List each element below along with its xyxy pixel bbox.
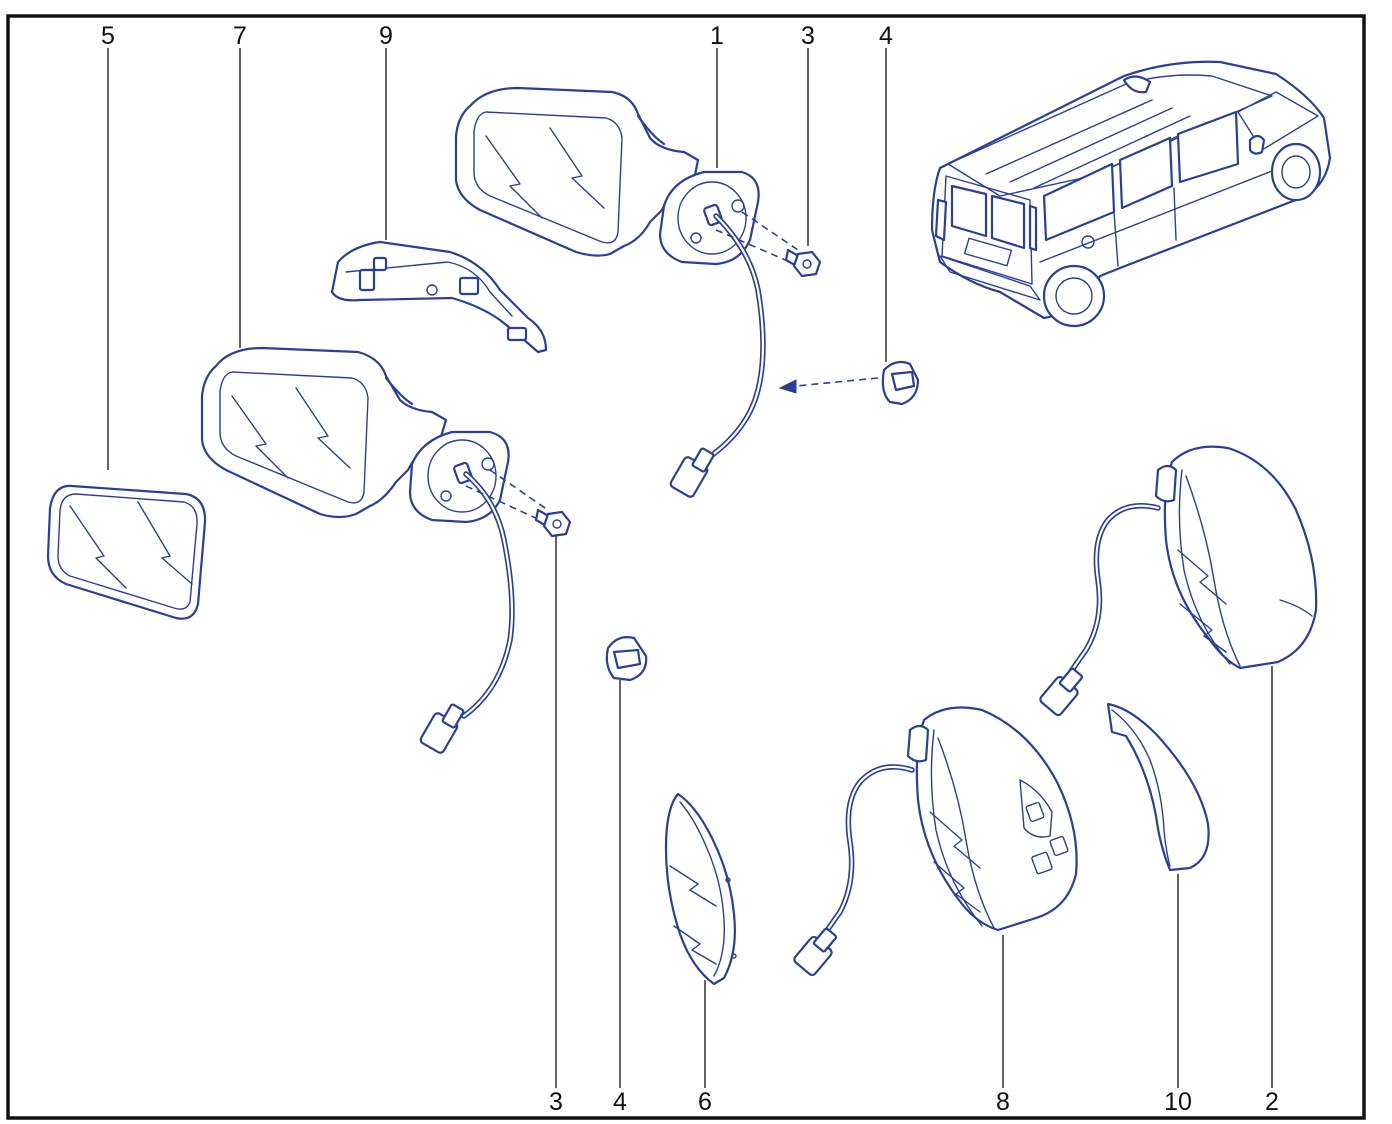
callout-label: 4 (879, 22, 893, 50)
mirror-cap-cover (1106, 702, 1210, 872)
diagram-frame (6, 14, 1366, 1120)
mirror-assembly-left (200, 346, 510, 524)
cable-left (419, 471, 515, 754)
cable-right (669, 213, 766, 498)
mirror-assembly-oval-right (1154, 445, 1318, 670)
callout-label: 6 (698, 1088, 712, 1116)
mirror-glass-oval (664, 792, 737, 986)
connector-oval-left (793, 927, 838, 977)
callout-label: 8 (996, 1088, 1010, 1116)
callout-label: 3 (801, 22, 815, 50)
callout-labels: 5 7 9 1 3 4 3 4 6 8 10 2 (101, 22, 1279, 1116)
callout-label: 10 (1164, 1088, 1192, 1116)
vehicle-illustration (930, 60, 1332, 328)
mirror-glass-left (46, 484, 207, 620)
mirror-assembly-oval-left (906, 706, 1078, 932)
callout-label: 5 (101, 22, 115, 50)
cable-oval-right (1039, 503, 1161, 717)
connector-oval-right (1039, 667, 1084, 717)
mounting-screw (465, 469, 572, 538)
callout-label: 7 (233, 22, 247, 50)
callout-label: 2 (1265, 1088, 1279, 1116)
mounting-clip (605, 636, 648, 682)
callout-label: 1 (710, 22, 724, 50)
connector-left (419, 703, 465, 754)
cable-oval-left (793, 764, 915, 977)
callout-label: 9 (379, 22, 393, 50)
mirror-trim-cover (330, 240, 548, 354)
leader-lines (107, 48, 1273, 1088)
mounting-clip (778, 360, 920, 406)
connector-right (669, 447, 715, 498)
callout-label: 4 (613, 1088, 627, 1116)
mounting-screw (715, 211, 822, 278)
callout-label: 3 (549, 1088, 563, 1116)
mirror-assembly-right (454, 86, 760, 266)
